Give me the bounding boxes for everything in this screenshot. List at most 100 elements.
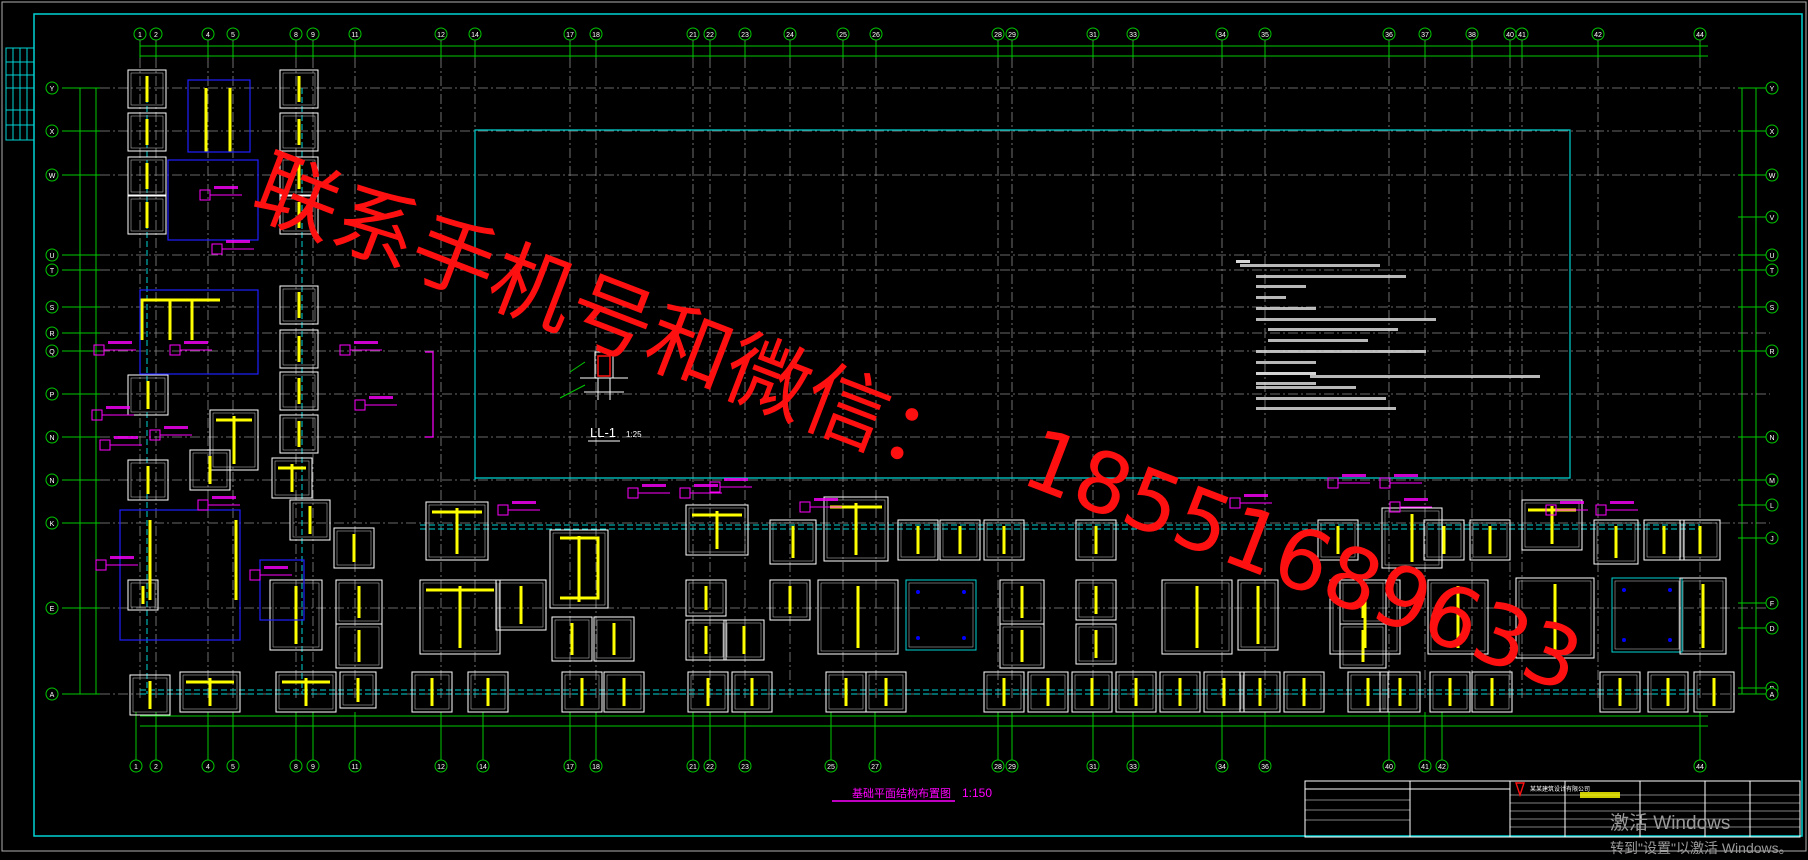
svg-text:Q: Q <box>49 349 55 356</box>
svg-text:23: 23 <box>741 32 749 39</box>
axis-bubble: 11 <box>348 759 362 773</box>
detail-label: LL-1 <box>590 425 616 440</box>
svg-text:Y: Y <box>50 86 55 93</box>
tag-marker <box>1595 501 1638 516</box>
axis-bubble: 12 <box>434 759 448 773</box>
svg-text:A: A <box>50 692 55 699</box>
svg-text:F: F <box>1770 601 1774 608</box>
tie-beams <box>140 88 1700 695</box>
svg-text:U: U <box>1769 253 1774 260</box>
svg-text:35: 35 <box>1261 32 1269 39</box>
tag-marker <box>627 484 670 499</box>
axis-bubble: A <box>1765 687 1779 701</box>
svg-text:L: L <box>1770 503 1774 510</box>
axis-bubble: 44 <box>1693 27 1707 41</box>
general-notes <box>1236 260 1540 410</box>
svg-text:24: 24 <box>786 32 794 39</box>
svg-text:8: 8 <box>294 32 298 39</box>
axis-bubble: 4 <box>201 27 215 41</box>
svg-text:40: 40 <box>1506 32 1514 39</box>
svg-text:12: 12 <box>437 764 445 771</box>
footing <box>1203 671 1245 713</box>
axis-bubble: 18 <box>589 27 603 41</box>
footing <box>127 156 167 196</box>
footing <box>549 529 609 609</box>
axis-bubble: 31 <box>1086 27 1100 41</box>
axis-bubble: 25 <box>824 759 838 773</box>
axis-bubble: 12 <box>434 27 448 41</box>
footing <box>1381 507 1443 569</box>
tag-marker <box>211 240 254 255</box>
axis-bubble: 9 <box>306 27 320 41</box>
footing <box>1027 671 1069 713</box>
footing <box>1593 519 1639 565</box>
footing <box>467 671 509 713</box>
detail-scale: 1:25 <box>626 430 642 439</box>
svg-text:U: U <box>49 253 54 260</box>
axis-bubble: 34 <box>1215 27 1229 41</box>
svg-text:31: 31 <box>1089 764 1097 771</box>
svg-text:S: S <box>50 305 55 312</box>
ll1-detail: LL-1 1:25 <box>559 351 642 442</box>
svg-text:17: 17 <box>566 764 574 771</box>
axis-bubble: 11 <box>348 27 362 41</box>
footing <box>279 414 319 454</box>
axis-bubble: 41 <box>1515 27 1529 41</box>
footing <box>1075 623 1117 665</box>
svg-text:P: P <box>50 392 55 399</box>
footing <box>1329 579 1401 655</box>
activation-title: 激活 Windows <box>1610 813 1731 834</box>
svg-text:22: 22 <box>706 764 714 771</box>
svg-text:33: 33 <box>1129 764 1137 771</box>
footing <box>335 579 383 625</box>
axis-bubble: 21 <box>686 27 700 41</box>
tag-marker <box>199 186 242 201</box>
svg-text:44: 44 <box>1696 764 1704 771</box>
svg-text:41: 41 <box>1421 764 1429 771</box>
footing <box>1159 671 1201 713</box>
annotation-tags <box>91 186 1638 581</box>
axis-bubble: U <box>45 248 59 262</box>
svg-text:23: 23 <box>741 764 749 771</box>
axis-bubble: R <box>45 326 59 340</box>
tag-marker <box>1389 498 1432 513</box>
svg-text:D: D <box>1769 626 1774 633</box>
footing <box>333 527 375 569</box>
footing <box>127 459 169 501</box>
svg-text:14: 14 <box>471 32 479 39</box>
axis-bubble: 8 <box>289 27 303 41</box>
axis-bubble: X <box>45 124 59 138</box>
axis-bubble: 27 <box>868 759 882 773</box>
footing <box>425 501 489 561</box>
footing <box>339 671 377 709</box>
footing <box>561 671 603 713</box>
axis-bubble: 21 <box>686 759 700 773</box>
svg-text:41: 41 <box>1518 32 1526 39</box>
dimension-lines <box>79 45 1757 727</box>
svg-text:34: 34 <box>1218 764 1226 771</box>
svg-text:44: 44 <box>1696 32 1704 39</box>
footing <box>983 671 1025 713</box>
axis-bubble: L <box>1765 498 1779 512</box>
axis-bubble: K <box>45 516 59 530</box>
tag-marker <box>99 436 142 451</box>
company-name: 某某建筑设计有限公司 <box>1530 785 1590 793</box>
footing <box>1161 579 1233 655</box>
footing <box>983 519 1025 561</box>
activation-hint: 转到"设置"以激活 Windows。 <box>1610 840 1793 856</box>
footing <box>1469 519 1511 561</box>
horizontal-grid-lines <box>62 87 1770 695</box>
footing <box>769 519 817 565</box>
plan-scale: 1:150 <box>962 786 992 800</box>
raft-outlines <box>119 79 305 641</box>
tag-marker <box>95 556 138 571</box>
svg-text:38: 38 <box>1468 32 1476 39</box>
tag-marker <box>197 496 240 511</box>
footing <box>1115 671 1157 713</box>
svg-text:9: 9 <box>311 32 315 39</box>
svg-text:A: A <box>1770 692 1775 699</box>
footing <box>1075 519 1117 561</box>
footing <box>279 329 319 369</box>
